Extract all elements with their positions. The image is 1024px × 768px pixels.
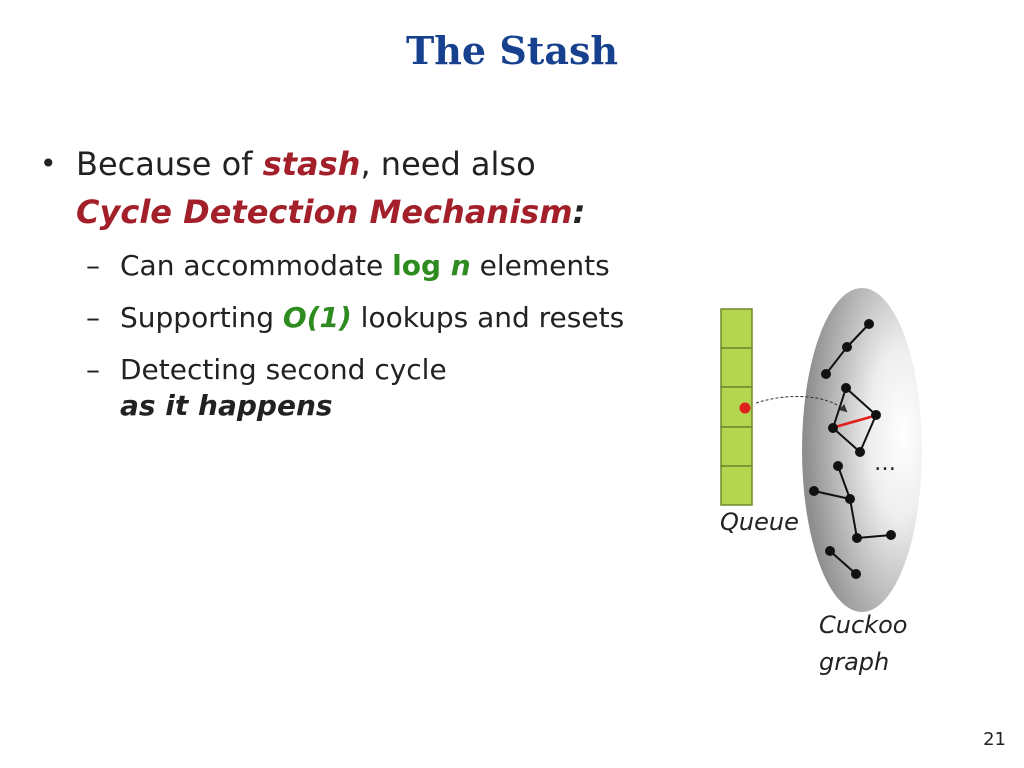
queue-cell	[720, 308, 753, 349]
graph-node	[852, 533, 862, 543]
graph-edge	[856, 534, 892, 539]
graph-edge	[829, 550, 857, 575]
bullet-main-colon: :	[572, 193, 586, 231]
bullet-list: • Because of stash, need also Cycle Dete…	[40, 140, 680, 424]
sub-bullet-1: – Can accommodate log n elements	[40, 240, 680, 292]
graph-edge	[859, 414, 877, 453]
graph-node	[851, 569, 861, 579]
page-number: 21	[983, 729, 1006, 750]
queue	[720, 308, 753, 506]
sub-dash: –	[86, 353, 100, 386]
cuckoo-graph-label-line1: Cuckoo	[819, 611, 907, 639]
sub-bullet-2: – Supporting O(1) lookups and resets	[40, 292, 680, 344]
graph-node	[809, 486, 819, 496]
graph-edge	[832, 387, 847, 429]
graph-nodes	[809, 319, 896, 579]
stash-term: stash	[262, 145, 361, 183]
queue-cell	[720, 465, 753, 506]
queue-element-highlight	[739, 402, 751, 414]
queue-label: Queue	[720, 508, 799, 536]
graph-node	[886, 530, 896, 540]
graph-edge	[846, 323, 870, 348]
graph-edge	[832, 427, 861, 453]
log-term: log	[392, 249, 451, 282]
graph-node	[821, 369, 831, 379]
bullet-main: • Because of stash, need also Cycle Dete…	[40, 140, 680, 236]
graph-node	[871, 410, 881, 420]
queue-cell	[720, 347, 753, 388]
bullet-dot: •	[40, 147, 57, 180]
graph-edge	[825, 346, 848, 375]
queue-cell	[720, 426, 753, 467]
graph-edge	[845, 387, 877, 416]
graph-node	[855, 447, 865, 457]
bullet-main-prefix: Because of	[76, 145, 263, 183]
cuckoo-graph-label-line2: graph	[819, 648, 889, 676]
graph-node	[833, 461, 843, 471]
graph-edge	[813, 490, 851, 500]
bullet-main-middle: , need also	[360, 145, 536, 183]
sub1-after: elements	[470, 249, 610, 282]
graph-node	[845, 494, 855, 504]
slide-title: The Stash	[406, 28, 618, 73]
sub2-after: lookups and resets	[351, 301, 625, 334]
graph-edge	[837, 465, 851, 500]
cycle-edge-highlight	[834, 414, 875, 429]
sub-dash: –	[86, 301, 100, 334]
cycle-detection-term: Cycle Detection Mechanism	[76, 193, 573, 231]
graph-node	[864, 319, 874, 329]
graph-ellipsis: …	[874, 451, 896, 476]
graph-node	[841, 383, 851, 393]
sub1-before: Can accommodate	[120, 249, 393, 282]
o1-term: O(1)	[282, 301, 352, 334]
n-term: n	[450, 249, 471, 282]
sub-dash: –	[86, 249, 100, 282]
graph-edge	[849, 498, 858, 539]
sub3-line1: Detecting second cycle	[120, 353, 447, 386]
sub2-before: Supporting	[120, 301, 283, 334]
sub-bullet-3: – Detecting second cycle as it happens	[40, 344, 680, 424]
graph-node	[842, 342, 852, 352]
graph-node	[828, 423, 838, 433]
graph-node	[825, 546, 835, 556]
graph-edges	[813, 323, 892, 575]
sub3-line2: as it happens	[120, 389, 333, 422]
